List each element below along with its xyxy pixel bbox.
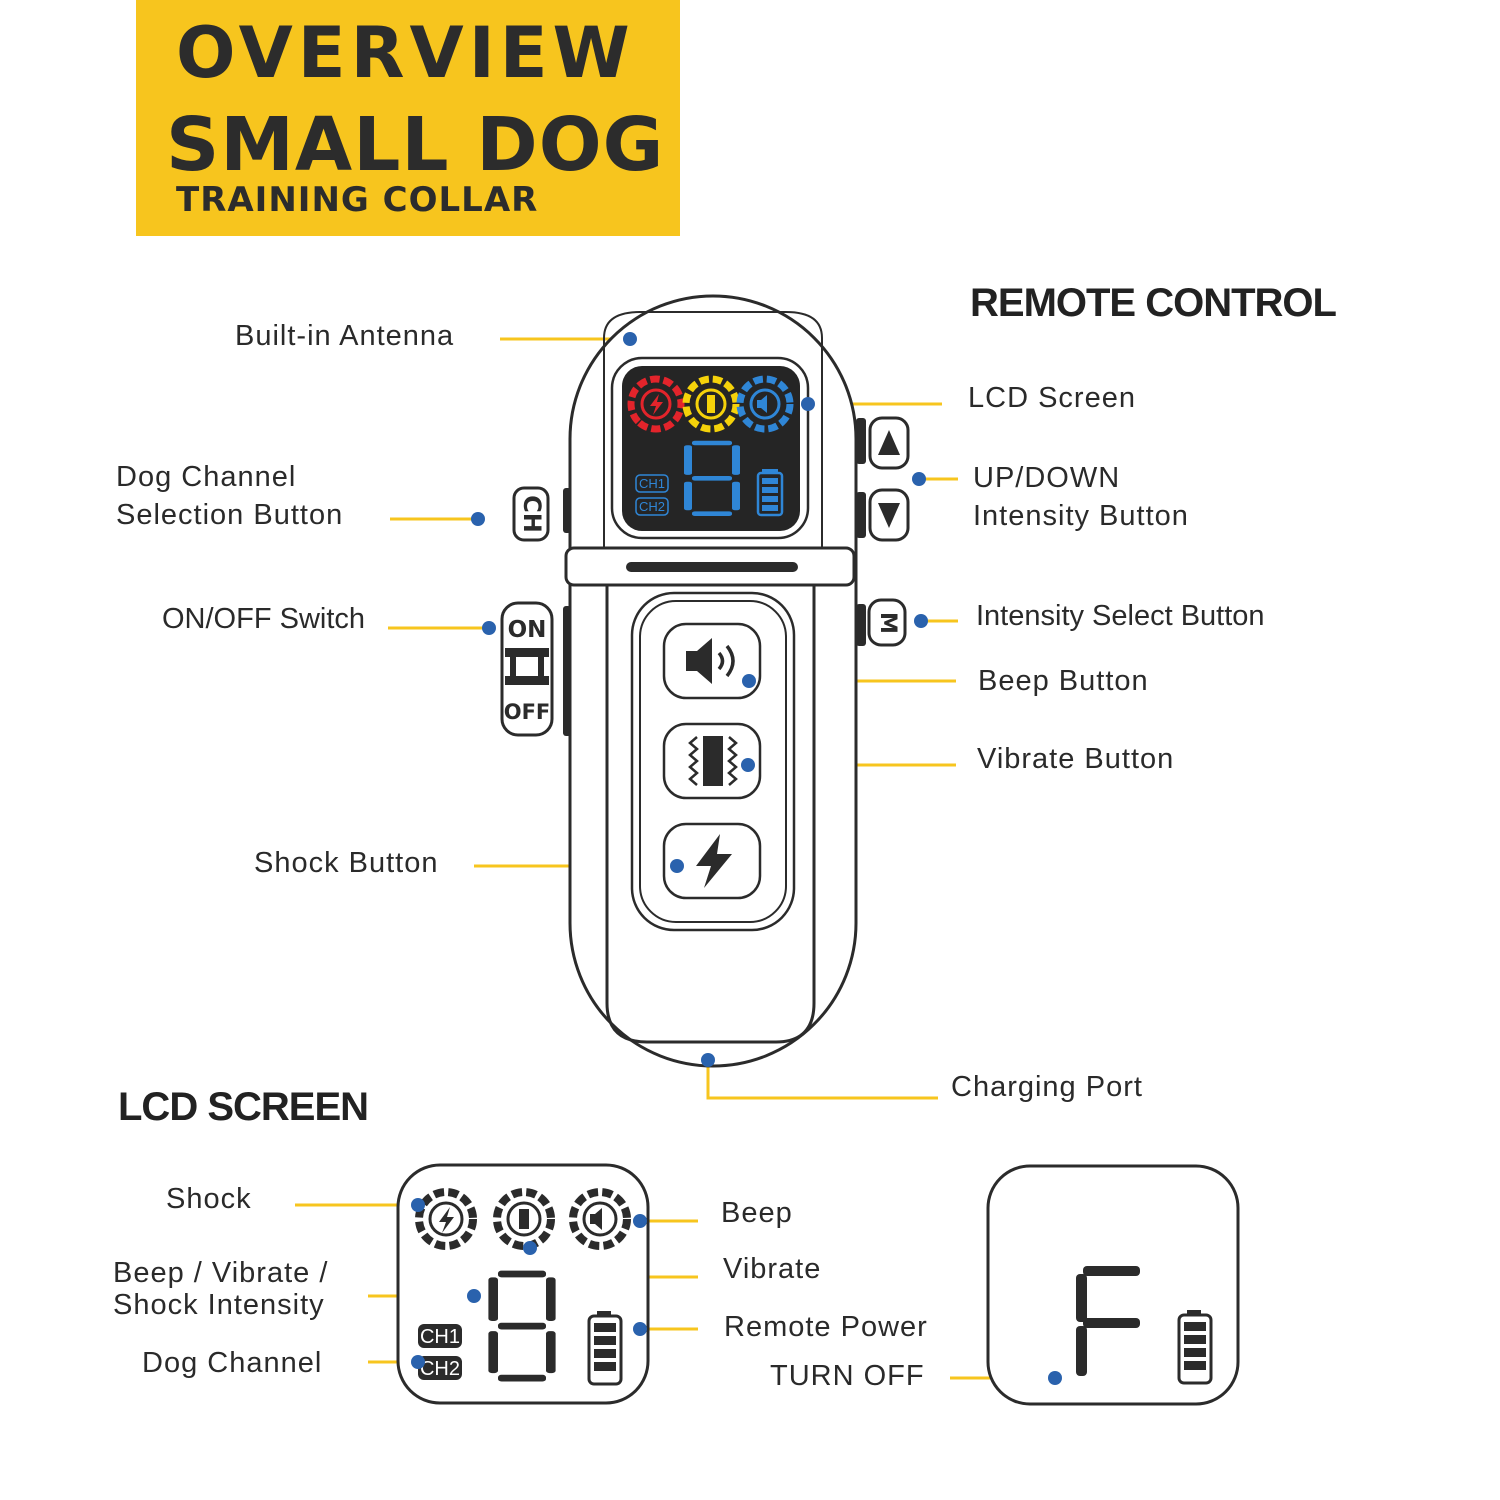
lcd-screen-heading: LCD SCREEN [118, 1085, 369, 1129]
label-charging-port: Charging Port [951, 1071, 1143, 1103]
label-lcd-turn-off: TURN OFF [770, 1360, 925, 1392]
remote-lcd-screen: CH1 CH2 [622, 366, 800, 531]
svg-text:CH: CH [518, 495, 546, 533]
arrow-down-icon [878, 503, 900, 528]
title-line-3: TRAINING COLLAR [176, 180, 539, 220]
label-beep-button: Beep Button [978, 665, 1149, 697]
ch-button[interactable]: CH [512, 486, 550, 542]
switch-on-label: ON [508, 617, 547, 643]
off-battery-icon [1177, 1310, 1213, 1385]
label-up-down: UP/DOWN [973, 462, 1121, 494]
lightning-icon [696, 834, 732, 888]
remote-lcd-ch1: CH1 [639, 476, 665, 491]
vibrate-icon [688, 736, 738, 786]
arrow-up-icon [878, 430, 900, 455]
label-built-in-antenna: Built-in Antenna [235, 320, 455, 352]
label-on-off-switch: ON/OFF Switch [162, 603, 366, 635]
on-off-switch[interactable]: ON OFF [500, 601, 554, 737]
lcd-battery-icon [587, 1311, 623, 1386]
lcd-vibrate-icon [519, 1209, 529, 1229]
m-button[interactable]: M [867, 598, 907, 647]
switch-off-label: OFF [504, 700, 551, 724]
beep-button[interactable] [662, 622, 762, 700]
label-lcd-screen: LCD Screen [968, 382, 1136, 414]
lcd-turn-off-screen [986, 1164, 1240, 1406]
label-shock-button: Shock Button [254, 847, 439, 879]
label-lcd-beep: Beep [721, 1197, 793, 1229]
callout-dots [411, 332, 1062, 1385]
title-line-2: SMALL DOG [166, 102, 665, 188]
title-banner: OVERVIEW SMALL DOG TRAINING COLLAR [136, 0, 680, 236]
label-selection-button: Selection Button [116, 499, 344, 531]
remote-lcd-ch2: CH2 [639, 499, 665, 514]
lcd-detail-ch1: CH1 [420, 1326, 460, 1348]
lcd-detail-ch2: CH2 [420, 1358, 460, 1380]
shock-button[interactable] [662, 822, 762, 900]
title-line-1: OVERVIEW [176, 12, 635, 94]
label-vibrate-button: Vibrate Button [977, 743, 1175, 775]
lcd-detail-screen: CH1 CH2 [396, 1163, 650, 1405]
lcd-off-digit-f [1076, 1266, 1140, 1376]
label-intensity-button: Intensity Button [973, 500, 1189, 532]
remote-control-heading: REMOTE CONTROL [970, 281, 1337, 325]
vibrate-button[interactable] [662, 722, 762, 800]
label-intensity-select-button: Intensity Select Button [976, 600, 1265, 632]
down-button[interactable] [868, 488, 910, 542]
speaker-icon [686, 638, 735, 684]
label-lcd-dog-channel: Dog Channel [142, 1347, 323, 1379]
label-lcd-remote-power: Remote Power [724, 1311, 928, 1343]
svg-text:M: M [875, 612, 900, 634]
label-lcd-vibrate: Vibrate [723, 1253, 822, 1285]
label-lcd-shock: Shock [166, 1183, 252, 1215]
up-button[interactable] [868, 416, 910, 470]
label-dog-channel: Dog Channel [116, 461, 297, 493]
lcd-shock-icon [439, 1207, 454, 1233]
label-lcd-intensity-2: Shock Intensity [113, 1289, 325, 1321]
lcd-speaker-icon [590, 1208, 602, 1230]
label-lcd-intensity-1: Beep / Vibrate / [113, 1257, 329, 1289]
